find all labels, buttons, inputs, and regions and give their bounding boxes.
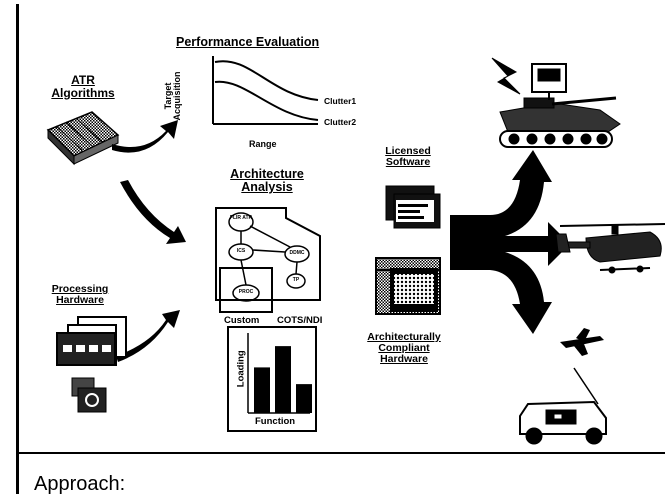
compliant-hardware-label: Architecturally Compliant Hardware (356, 331, 452, 366)
node-f-label: PROC (238, 289, 254, 295)
compliant-label-line2: Compliant (378, 342, 430, 355)
cots-ndi-label: COTS/NDI (277, 315, 323, 326)
atr-algorithms-icon (46, 111, 120, 166)
tank-illustration (491, 57, 621, 148)
custom-label: Custom (224, 315, 260, 326)
left-border (16, 4, 19, 494)
processing-hardware-label: Processing Hardware (42, 283, 118, 307)
processing-label-line1: Processing (51, 283, 109, 295)
architecture-block-diagram (215, 207, 321, 313)
loading-bar-3 (296, 384, 312, 413)
clutter2-label: Clutter2 (324, 117, 357, 127)
aircraft-illustration (560, 328, 604, 356)
flow-arrows (112, 120, 186, 362)
node-a-label: FLIR ATR (229, 215, 253, 221)
node-b-label: ICS (236, 248, 246, 254)
licensed-software-label: Licensed Software (370, 145, 446, 169)
distribution-arrow (450, 150, 570, 334)
approach-heading: Approach: (34, 473, 126, 495)
processing-label-line2: Hardware (56, 294, 104, 307)
processing-hardware-icon (56, 316, 127, 413)
bottom-rule (16, 452, 665, 454)
performance-xlabel: Range (249, 139, 277, 149)
licensed-label-line2: Software (385, 156, 431, 169)
loading-xlabel: Function (255, 416, 296, 427)
humvee-illustration (519, 367, 607, 445)
architecture-title-line2: Analysis (241, 180, 293, 195)
compliant-label-line1: Architecturally (367, 331, 441, 343)
compliant-label-line3: Hardware (380, 353, 428, 366)
compliant-hardware-icon (375, 257, 441, 315)
loading-bar-2 (275, 346, 291, 413)
atr-label-line1: ATR (71, 73, 95, 87)
performance-plot (212, 56, 319, 125)
helicopter-illustration (555, 223, 665, 274)
node-d-label: DDMC (289, 250, 305, 256)
node-e-label: TP (292, 277, 300, 283)
loading-bar-1 (254, 367, 270, 413)
licensed-software-icon (385, 185, 441, 229)
performance-ylabel-line2: Acquisition (172, 71, 182, 121)
architecture-title-line1: Architecture (230, 167, 304, 181)
performance-evaluation-title: Performance Evaluation (176, 35, 320, 49)
clutter1-label: Clutter1 (324, 96, 357, 106)
performance-ylabel: Target Acquisition (163, 66, 182, 126)
atr-algorithms-label: ATR Algorithms (48, 74, 118, 99)
loading-ylabel: Loading (235, 350, 247, 388)
atr-label-line2: Algorithms (51, 85, 115, 100)
licensed-label-line1: Licensed (385, 145, 431, 157)
architecture-analysis-title: Architecture Analysis (222, 167, 312, 195)
